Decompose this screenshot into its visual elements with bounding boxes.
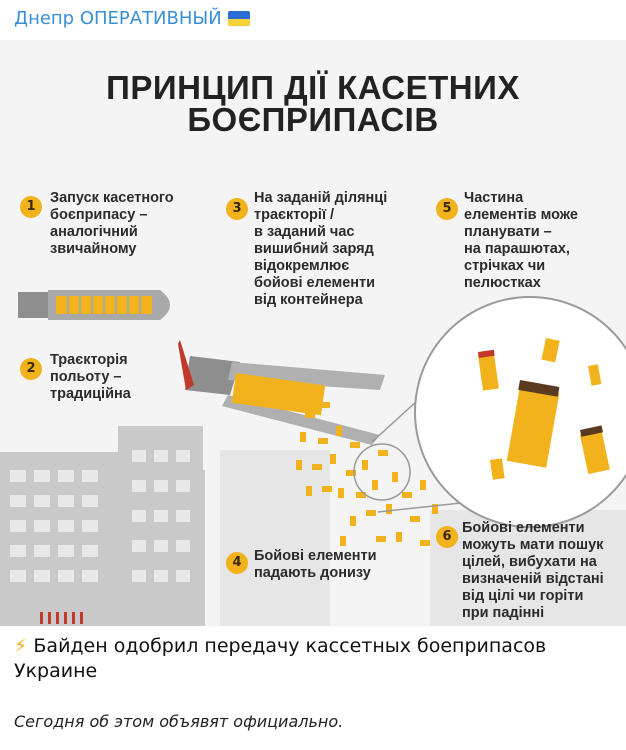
- infographic-illustration: [0, 290, 626, 626]
- step-1-badge: 1: [20, 196, 42, 218]
- step-2-text: Траєкторія польоту – традиційна: [50, 352, 131, 402]
- container-opening-icon: [178, 340, 385, 445]
- post-headline: ⚡ Байден одобрил передачу кассетных боеп…: [14, 634, 614, 684]
- step-6-text: Бойові елементи можуть мати пошук цілей,…: [462, 520, 604, 621]
- step-5-text: Частина елементів може планувати – на па…: [464, 190, 578, 291]
- step-2-badge: 2: [20, 358, 42, 380]
- step-6-badge: 6: [436, 526, 458, 548]
- post-headline-text: Байден одобрил передачу кассетных боепри…: [14, 635, 547, 682]
- step-1-text: Запуск касетного боєприпасу – аналогічни…: [50, 190, 174, 257]
- infographic-title-line2: БОЄПРИПАСІВ: [187, 101, 439, 138]
- step-3-text: На заданій ділянці траєкторії / в задани…: [254, 190, 388, 308]
- step-4-text: Бойові елементи падають донизу: [254, 548, 377, 581]
- building-left: [0, 426, 205, 626]
- channel-title: Днепр ОПЕРАТИВНЫЙ: [14, 8, 222, 29]
- post-subline: Сегодня об этом объявят официально.: [14, 712, 344, 731]
- missile-icon: [18, 290, 170, 320]
- zoom-circle: [353, 296, 626, 528]
- infographic-title-line1: ПРИНЦИП ДІЇ КАСЕТНИХ: [106, 69, 520, 106]
- bomblets-zoomed: [477, 338, 610, 480]
- lightning-icon: ⚡: [14, 635, 28, 657]
- building-right: [220, 450, 626, 626]
- ukraine-flag-icon: [227, 11, 250, 26]
- people-icons: [40, 612, 83, 624]
- step-5-badge: 5: [436, 198, 458, 220]
- infographic-image[interactable]: ПРИНЦИП ДІЇ КАСЕТНИХ БОЄПРИПАСІВ 1 Запус…: [0, 40, 626, 626]
- step-3-badge: 3: [226, 198, 248, 220]
- bomblets-falling: [290, 400, 438, 546]
- building-windows: [10, 450, 190, 582]
- channel-name[interactable]: Днепр ОПЕРАТИВНЫЙ: [14, 8, 250, 29]
- step-4-badge: 4: [226, 552, 248, 574]
